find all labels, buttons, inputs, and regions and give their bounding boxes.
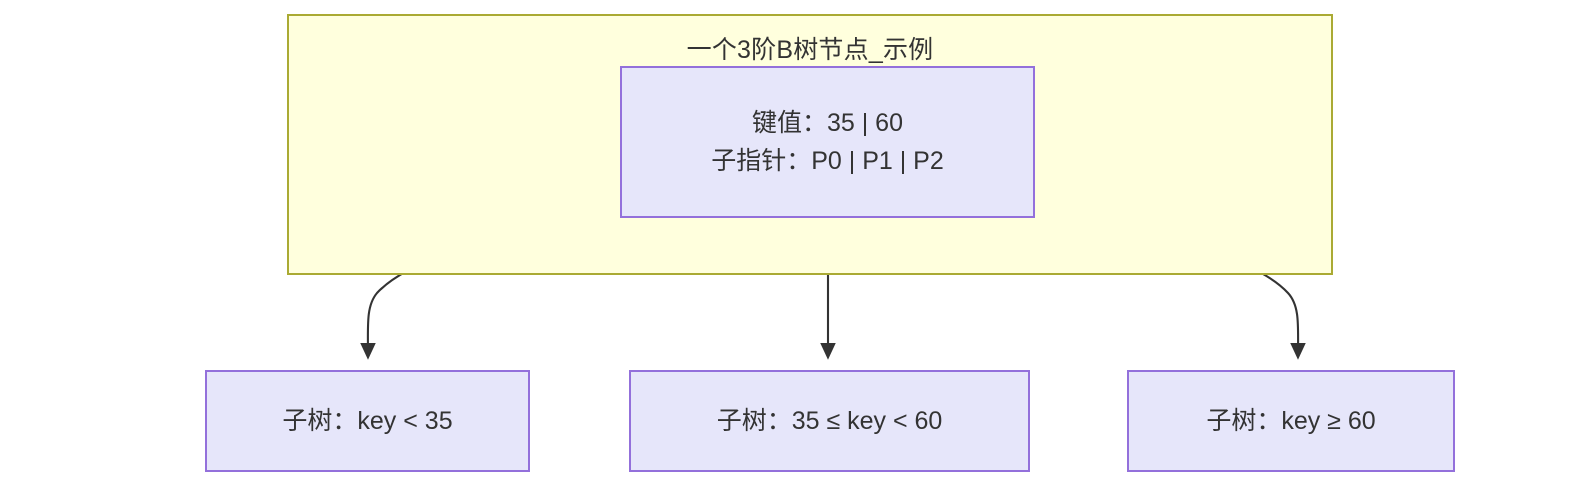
btree-child-node-right[interactable]: 子树：key ≥ 60	[1127, 370, 1455, 472]
child-left-label: 子树：key < 35	[282, 407, 453, 435]
child-middle-label: 子树：35 ≤ key < 60	[716, 407, 943, 435]
btree-child-node-middle[interactable]: 子树：35 ≤ key < 60	[629, 370, 1030, 472]
child-right-label: 子树：key ≥ 60	[1206, 407, 1376, 435]
subgraph-title: 一个3阶B树节点_示例	[686, 36, 934, 64]
btree-root-node[interactable]: 键值：35 | 60 子指针：P0 | P1 | P2	[620, 66, 1035, 218]
btree-child-node-left[interactable]: 子树：key < 35	[205, 370, 530, 472]
root-keys-label: 键值：35 | 60	[751, 109, 903, 137]
root-pointers-label: 子指针：P0 | P1 | P2	[711, 147, 944, 175]
